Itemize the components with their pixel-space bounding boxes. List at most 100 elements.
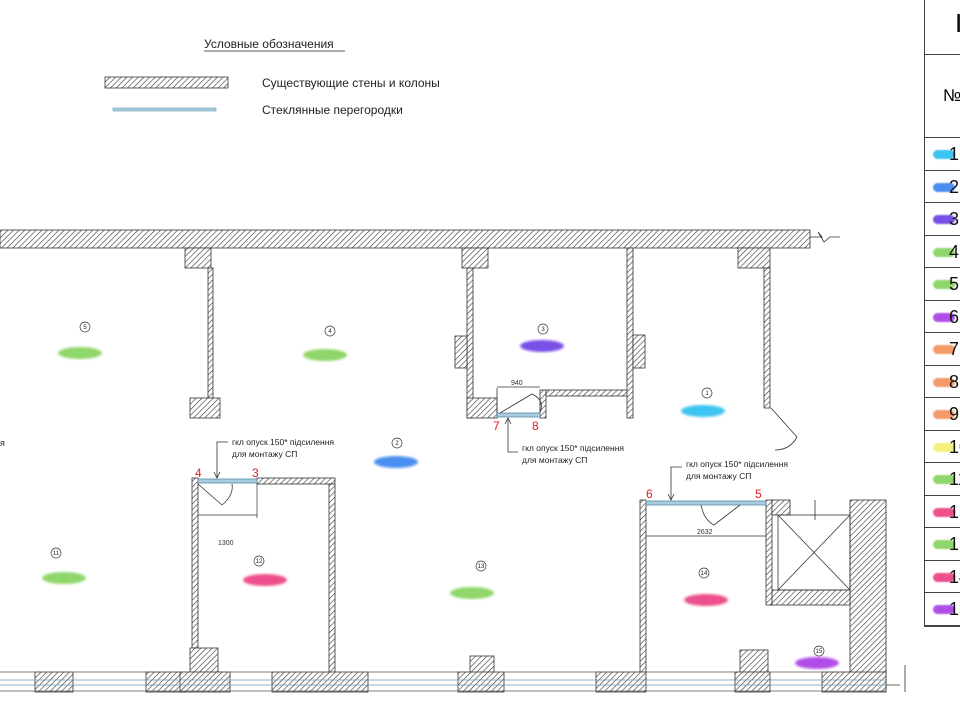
row-number: 5 — [949, 274, 960, 294]
table-row: 4 — [925, 236, 960, 268]
table-row: 2 — [925, 171, 960, 203]
table-row: 1 — [925, 138, 960, 171]
annotation-text: гкл опуск 150* підсилення — [522, 443, 624, 453]
annotation-text: для монтажу СП — [686, 471, 751, 481]
room-tag-2: 2 — [374, 437, 418, 468]
point-8: 8 — [532, 419, 539, 433]
room-tag-12: 12 — [243, 555, 287, 586]
legend-wall-swatch — [104, 76, 229, 89]
row-color-marker — [933, 442, 955, 452]
room-table: I № 123456789101112131415 — [924, 0, 960, 627]
room-number-circle — [391, 437, 403, 449]
table-row: 14 — [925, 561, 960, 593]
room-number: 3 — [541, 327, 545, 333]
room-number-circle — [253, 555, 265, 567]
dimension-lines — [198, 386, 766, 537]
room-number: 12 — [256, 559, 263, 565]
table-row: 3 — [925, 203, 960, 236]
row-color-marker — [933, 475, 955, 484]
point-6: 6 — [646, 487, 653, 501]
row-number: 3 — [949, 209, 960, 229]
row-number: 12 — [949, 501, 960, 522]
table-row: 9 — [925, 398, 960, 431]
walls — [0, 229, 887, 693]
room-color-marker — [681, 405, 725, 417]
point-7: 7 — [493, 419, 500, 433]
glass-partitions — [197, 412, 767, 506]
table-row: 10 — [925, 431, 960, 463]
elevator-shaft — [777, 500, 851, 591]
legend: Условные обозначения Существующие стены … — [104, 37, 440, 117]
room-number: 13 — [478, 564, 485, 570]
table-row: 11 — [925, 463, 960, 496]
room-color-marker — [795, 657, 839, 669]
row-number: 1 — [949, 144, 960, 164]
row-color-marker — [933, 215, 955, 224]
room-tag-14: 14 — [684, 567, 728, 606]
room-number: 4 — [328, 329, 332, 335]
room-number-circle — [475, 560, 487, 572]
row-color-marker — [933, 410, 955, 419]
room-tag-3: 3 — [520, 323, 564, 352]
room-number: 2 — [395, 441, 399, 447]
row-color-marker — [933, 345, 955, 354]
row-color-marker — [933, 150, 955, 159]
table-num-header: № — [925, 55, 960, 138]
legend-glass-swatch — [112, 107, 217, 112]
room-color-marker — [520, 340, 564, 352]
table-row: 12 — [925, 496, 960, 528]
room-tag-13: 13 — [450, 560, 494, 599]
annotation-text: гкл опуск 150* підсилення — [686, 459, 788, 469]
row-color-marker — [933, 605, 955, 614]
room-tag-4: 4 — [303, 325, 347, 361]
room-number-circle — [79, 321, 91, 333]
row-color-marker — [933, 182, 955, 192]
room-number: 15 — [816, 649, 823, 655]
point-markers: 4 3 7 8 6 5 — [195, 419, 762, 501]
room-number-circle — [698, 567, 710, 579]
doors — [197, 388, 798, 526]
annotation-text: для монтажу СП — [522, 455, 587, 465]
row-number: 10 — [949, 436, 960, 457]
row-number: 14 — [949, 566, 960, 587]
legend-title: Условные обозначения — [204, 37, 334, 51]
room-tag-1: 1 — [681, 387, 725, 417]
dimension-2632: 2632 — [697, 529, 713, 536]
point-5: 5 — [755, 487, 762, 501]
row-number: 9 — [949, 404, 960, 424]
room-tag-11: 11 — [42, 547, 86, 584]
row-number: 13 — [949, 534, 960, 554]
room-color-marker — [58, 347, 102, 359]
room-color-marker — [450, 587, 494, 599]
annotation-text: для монтажу СП — [232, 449, 297, 459]
row-number: 7 — [949, 339, 960, 359]
row-number: 8 — [949, 371, 960, 392]
room-number: 5 — [83, 325, 87, 331]
table-row: 6 — [925, 301, 960, 333]
annotation-text: гкл опуск 150* підсилення — [232, 437, 334, 447]
table-row: 13 — [925, 528, 960, 561]
row-number: 6 — [949, 306, 960, 327]
row-color-marker — [933, 572, 955, 582]
row-number: 15 — [949, 599, 960, 619]
row-color-marker — [933, 280, 955, 289]
room-color-marker — [42, 572, 86, 584]
annotation-leaders — [213, 417, 682, 501]
left-edge-text: я — [0, 438, 5, 448]
legend-glass-label: Стеклянные перегородки — [262, 103, 403, 117]
room-number-circle — [813, 645, 825, 657]
row-color-marker — [933, 507, 955, 517]
dimension-1300: 1300 — [218, 540, 234, 547]
room-color-marker — [374, 456, 418, 468]
table-row: 7 — [925, 333, 960, 366]
room-number-circle — [701, 387, 713, 399]
dimension-940: 940 — [511, 380, 523, 387]
row-number: 2 — [949, 176, 960, 197]
legend-walls-label: Существующие стены и колоны — [262, 76, 440, 90]
room-color-marker — [303, 349, 347, 361]
windows — [0, 679, 886, 692]
row-number: 4 — [949, 241, 960, 262]
table-header: I — [925, 0, 960, 55]
room-number: 14 — [701, 571, 708, 577]
